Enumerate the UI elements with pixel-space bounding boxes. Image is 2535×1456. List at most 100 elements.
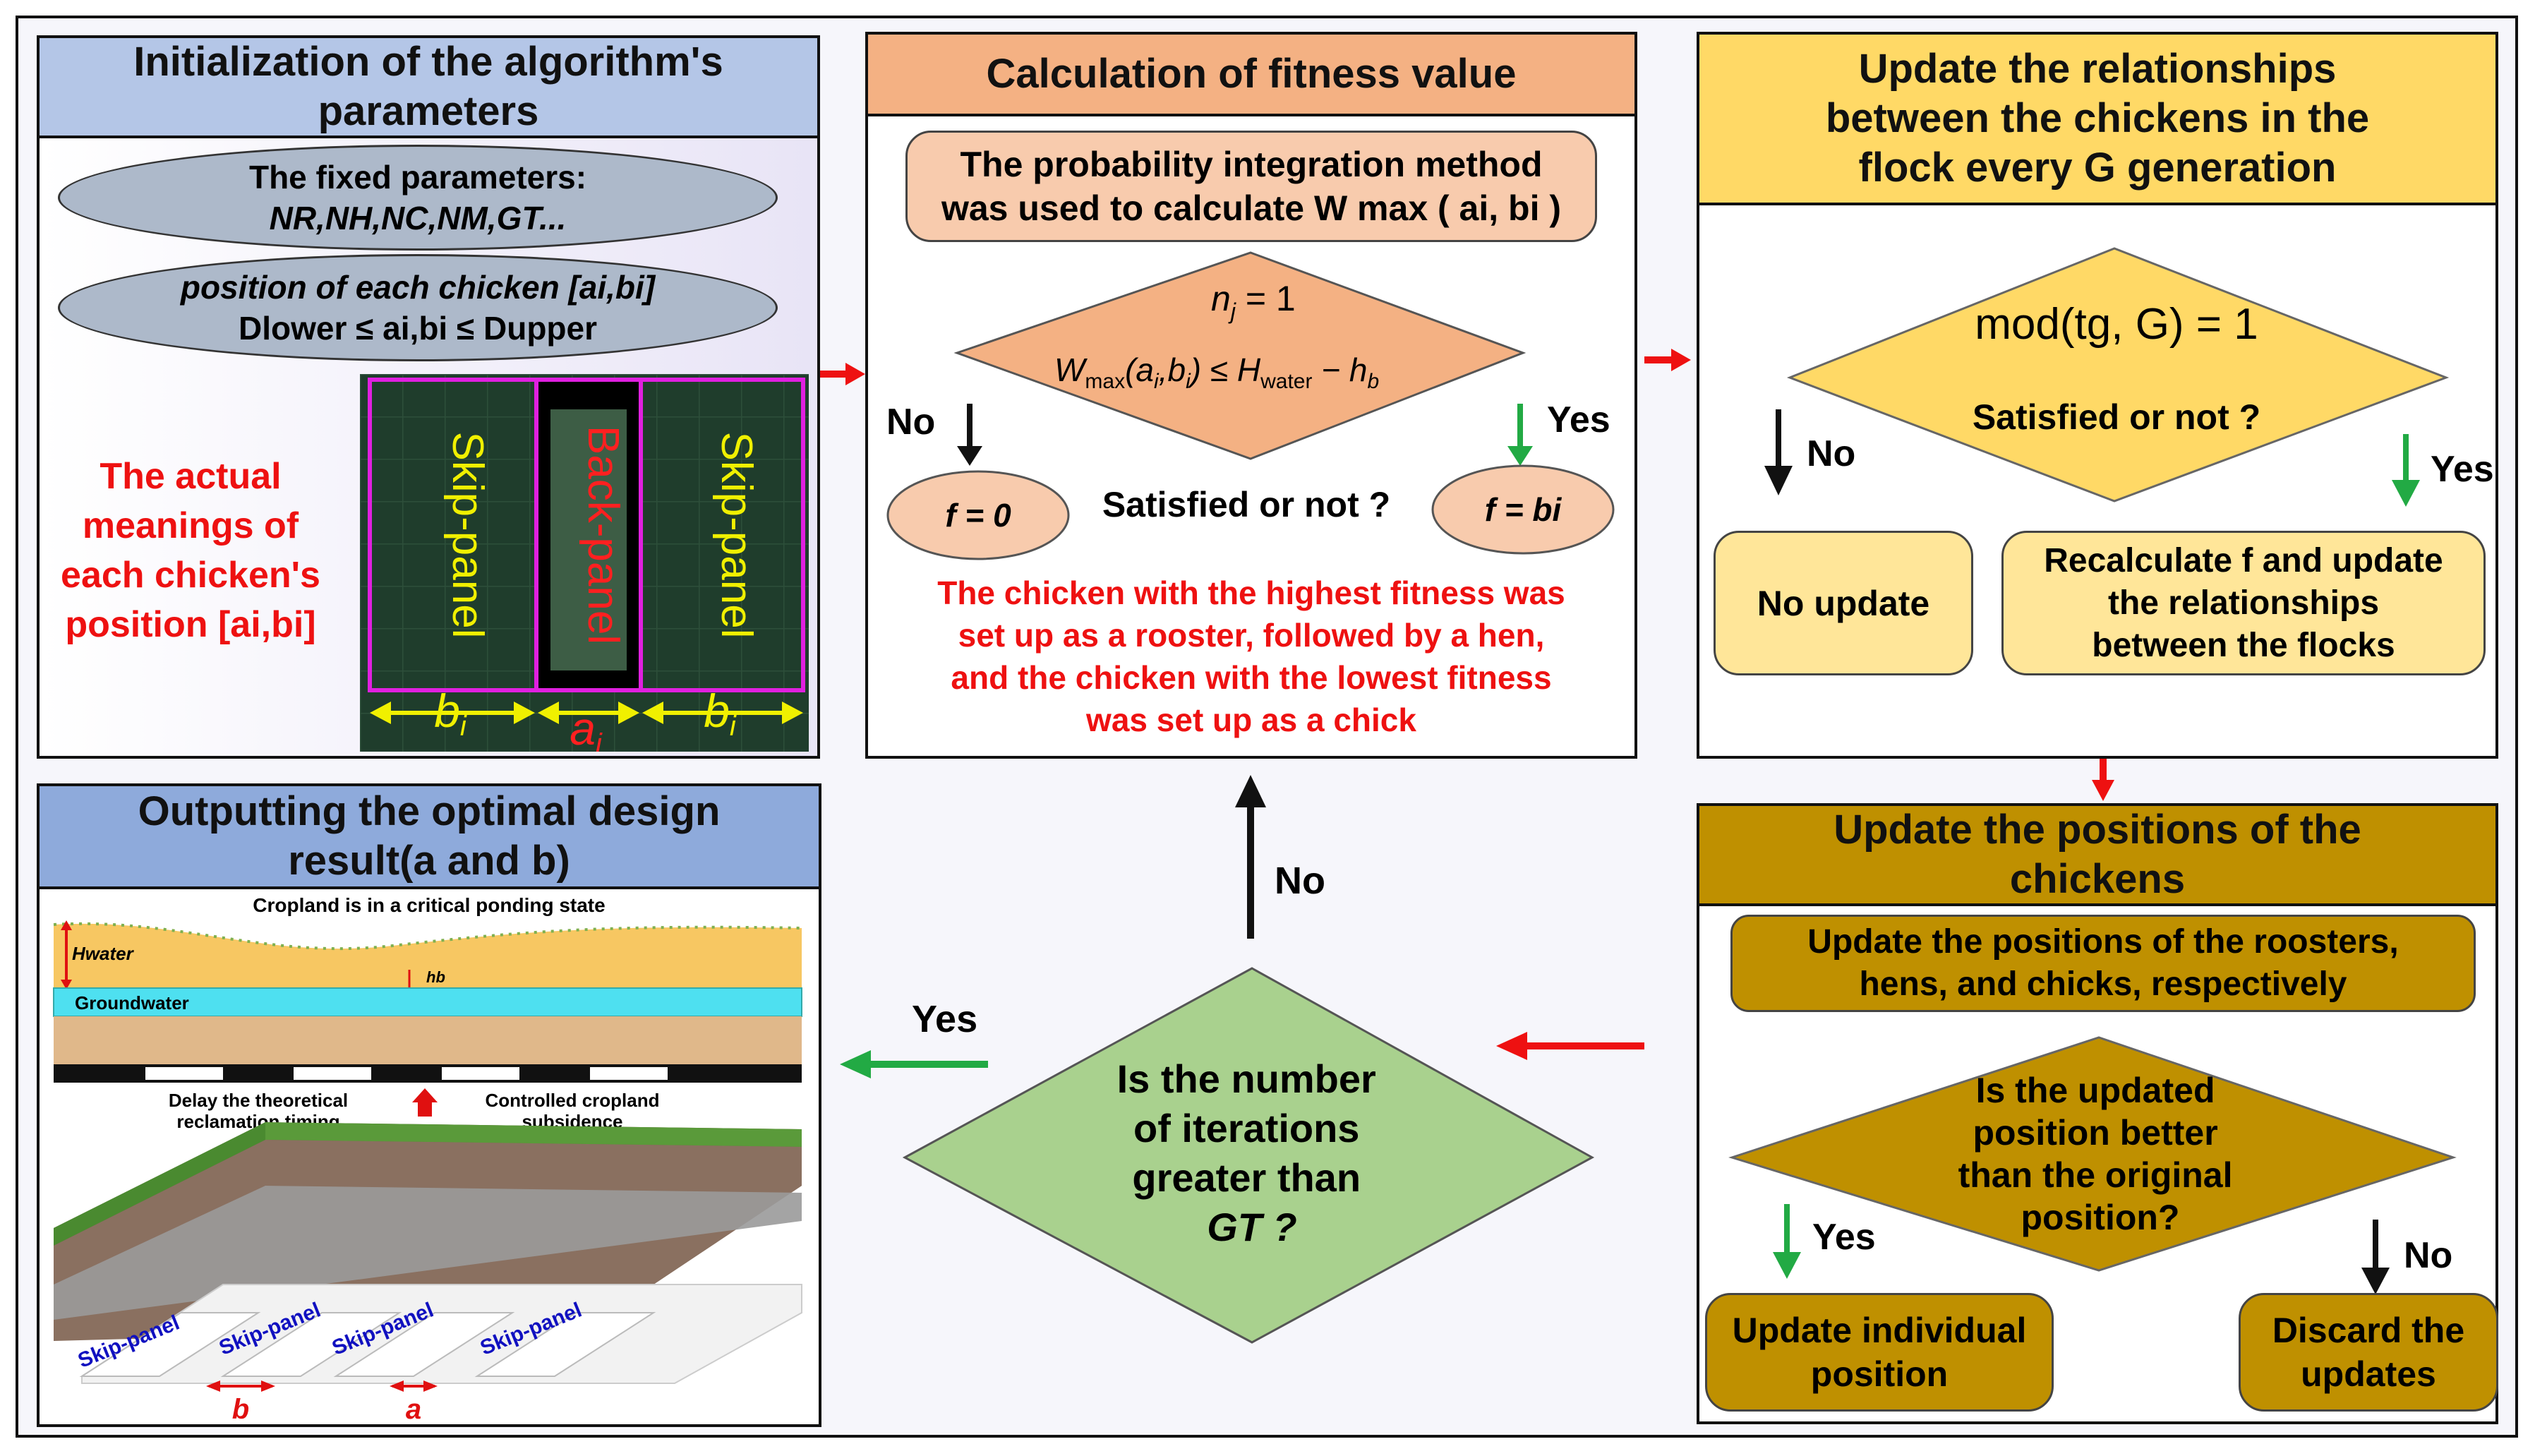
meaning-text: The actual meanings of each chicken's po…: [42, 452, 339, 649]
no-update-box: No update: [1714, 531, 1973, 675]
subsidence-illustration: Cropland is in a critical ponding state …: [53, 894, 802, 1424]
condition-nj: nj = 1: [1211, 279, 1296, 324]
fitness-title-text: Calculation of fitness value: [986, 51, 1517, 97]
skip-panel-right: [639, 378, 805, 692]
svg-text:ai: ai: [570, 702, 603, 752]
fitness-no-label: No: [886, 402, 935, 443]
relation-title-1: Update the relationships: [1858, 46, 2337, 92]
rule-text: The chicken with the highest fitness was…: [865, 572, 1637, 741]
back-panel-label: Back-panel: [579, 426, 627, 644]
iteration-yes-label: Yes: [912, 998, 977, 1040]
f-zero-label: f = 0: [945, 497, 1011, 534]
relation-condition: mod(tg, G) = 1: [1975, 300, 2258, 349]
iteration-diamond: [902, 967, 1595, 1344]
skip-panel-label-1: Skip-panel: [443, 432, 492, 639]
panel-layout-illustration: Skip-panel Back-panel Skip-panel bi ai b…: [360, 374, 809, 759]
discard-line-1: Discard the: [2272, 1311, 2465, 1350]
width-label-b-2: b: [704, 685, 730, 737]
recalculate-line-3: between the flocks: [2092, 626, 2395, 664]
relation-title-2: between the chickens in the: [1825, 95, 2370, 141]
update-individual-box: Update individual position: [1705, 1293, 2054, 1412]
rule-line-4: was set up as a chick: [1086, 702, 1416, 738]
f-zero-ellipse: [886, 470, 1070, 560]
recalculate-line-1: Recalculate f and update: [2044, 541, 2443, 579]
f-bi-label: f = bi: [1485, 491, 1562, 528]
update-positions-box: Update the positions of the roosters, he…: [1730, 915, 2476, 1012]
position-flow-svg: Is the updated position better than the …: [1728, 1036, 2457, 1294]
position-title-2: chickens: [2009, 856, 2186, 902]
fixed-params-ellipse: The fixed parameters: NR,NH,NC,NM,GT...: [58, 145, 778, 251]
discard-line-2: updates: [2301, 1354, 2436, 1394]
groundwater-label: Groundwater: [75, 992, 189, 1013]
fitness-yes-label: Yes: [1547, 399, 1610, 440]
position-question: Is the updated position better than the …: [1958, 1071, 2243, 1237]
meaning-line-1: The actual: [100, 456, 282, 497]
init-title-text: Initialization of the algorithm's parame…: [133, 39, 723, 134]
fitness-to-relation-arrow: [1644, 349, 1691, 371]
meaning-line-4: position [ai,bi]: [65, 604, 316, 645]
position-ellipse: position of each chicken [ai,bi] Dlower …: [58, 254, 778, 361]
yes-arrow-left: [840, 1050, 871, 1078]
position-yes-label: Yes: [1812, 1217, 1876, 1258]
output-a-label: a: [406, 1394, 421, 1424]
discard-updates-box: Discard the updates: [2239, 1293, 2498, 1412]
position-label: position of each chicken [ai,bi]: [180, 269, 656, 306]
position-no-label: No: [2404, 1235, 2452, 1276]
update-positions-line-1: Update the positions of the roosters,: [1807, 923, 2399, 961]
position-title-1: Update the positions of the: [1833, 807, 2361, 853]
rule-line-2: set up as a rooster, followed by a hen,: [958, 617, 1545, 654]
recalculate-line-2: the relationships: [2107, 584, 2380, 622]
rule-line-3: and the chicken with the lowest fitness: [951, 659, 1552, 696]
cropland-caption: Cropland is in a critical ponding state: [253, 894, 605, 916]
fixed-params-label: The fixed parameters:: [248, 159, 587, 195]
fitness-question: Satisfied or not ?: [1102, 485, 1390, 524]
skip-panel-label-2: Skip-panel: [712, 432, 761, 639]
meaning-line-3: each chicken's: [61, 555, 320, 596]
fixed-params-list: NR,NH,NC,NM,GT...: [269, 200, 567, 236]
rule-line-1: The chicken with the highest fitness was: [937, 574, 1565, 611]
condition-wmax: Wmax(ai,bi) ≤ Hwater − hb: [1054, 351, 1379, 393]
recalculate-box: Recalculate f and update the relationshi…: [2001, 531, 2486, 675]
width-label-b-1: b: [434, 685, 460, 737]
fitness-flow-svg: nj = 1 Wmax(ai,bi) ≤ Hwater − hb No Yes …: [886, 251, 1615, 560]
update-individual-line-1: Update individual: [1732, 1311, 2027, 1350]
relation-question: Satisfied or not ?: [1973, 397, 2260, 437]
no-update-label: No update: [1757, 583, 1930, 623]
position-panel-title: Update the positions of the chickens: [1699, 806, 2495, 906]
f-bi-ellipse: [1431, 464, 1615, 555]
iteration-flow-svg: Is the number of iterations greater than…: [840, 775, 1644, 1344]
relation-no-label: No: [1807, 433, 1855, 474]
panel-layout-svg: Skip-panel Back-panel Skip-panel bi ai b…: [360, 374, 809, 759]
no-arrow-up: [1235, 775, 1266, 807]
position-bounds: Dlower ≤ ai,bi ≤ Dupper: [239, 310, 597, 347]
update-individual-line-2: position: [1810, 1354, 1949, 1394]
hb-label: hb: [426, 968, 445, 986]
update-positions-line-2: hens, and chicks, respectively: [1859, 965, 2347, 1003]
method-box: The probability integration method was u…: [905, 131, 1597, 242]
iteration-question: Is the number of iterations greater than…: [1117, 1057, 1387, 1249]
meaning-line-2: meanings of: [82, 505, 299, 546]
output-b-label: b: [232, 1394, 249, 1424]
fitness-condition-diamond: [953, 251, 1527, 460]
relation-flow-svg: mod(tg, G) = 1 Satisfied or not ? No Yes: [1764, 247, 2494, 507]
position-condition-diamond: [1728, 1036, 2457, 1272]
svg-text:bi: bi: [434, 685, 467, 742]
relation-to-position-arrow: [2092, 759, 2114, 801]
method-line-2: was used to calculate W max ( ai, bi ): [941, 188, 1562, 228]
output-panel-title: Outputting the optimal design result(a a…: [40, 786, 819, 889]
svg-text:bi: bi: [704, 685, 737, 742]
iteration-no-label: No: [1275, 860, 1325, 902]
output-title-2: result(a and b): [288, 838, 570, 884]
relation-condition-diamond: [1786, 247, 2450, 503]
position-to-iteration-arrow: [1496, 1032, 1527, 1060]
width-label-a: a: [570, 702, 596, 752]
relation-title-3: flock every G generation: [1858, 145, 2337, 191]
fitness-panel-title: Calculation of fitness value: [868, 35, 1634, 116]
output-title-1: Outputting the optimal design: [138, 788, 721, 834]
relation-panel-title: Update the relationships between the chi…: [1699, 35, 2495, 205]
hwater-label: Hwater: [72, 943, 135, 964]
method-line-1: The probability integration method: [960, 145, 1543, 184]
init-to-fitness-arrow: [820, 363, 865, 385]
relation-yes-label: Yes: [2431, 449, 2494, 490]
